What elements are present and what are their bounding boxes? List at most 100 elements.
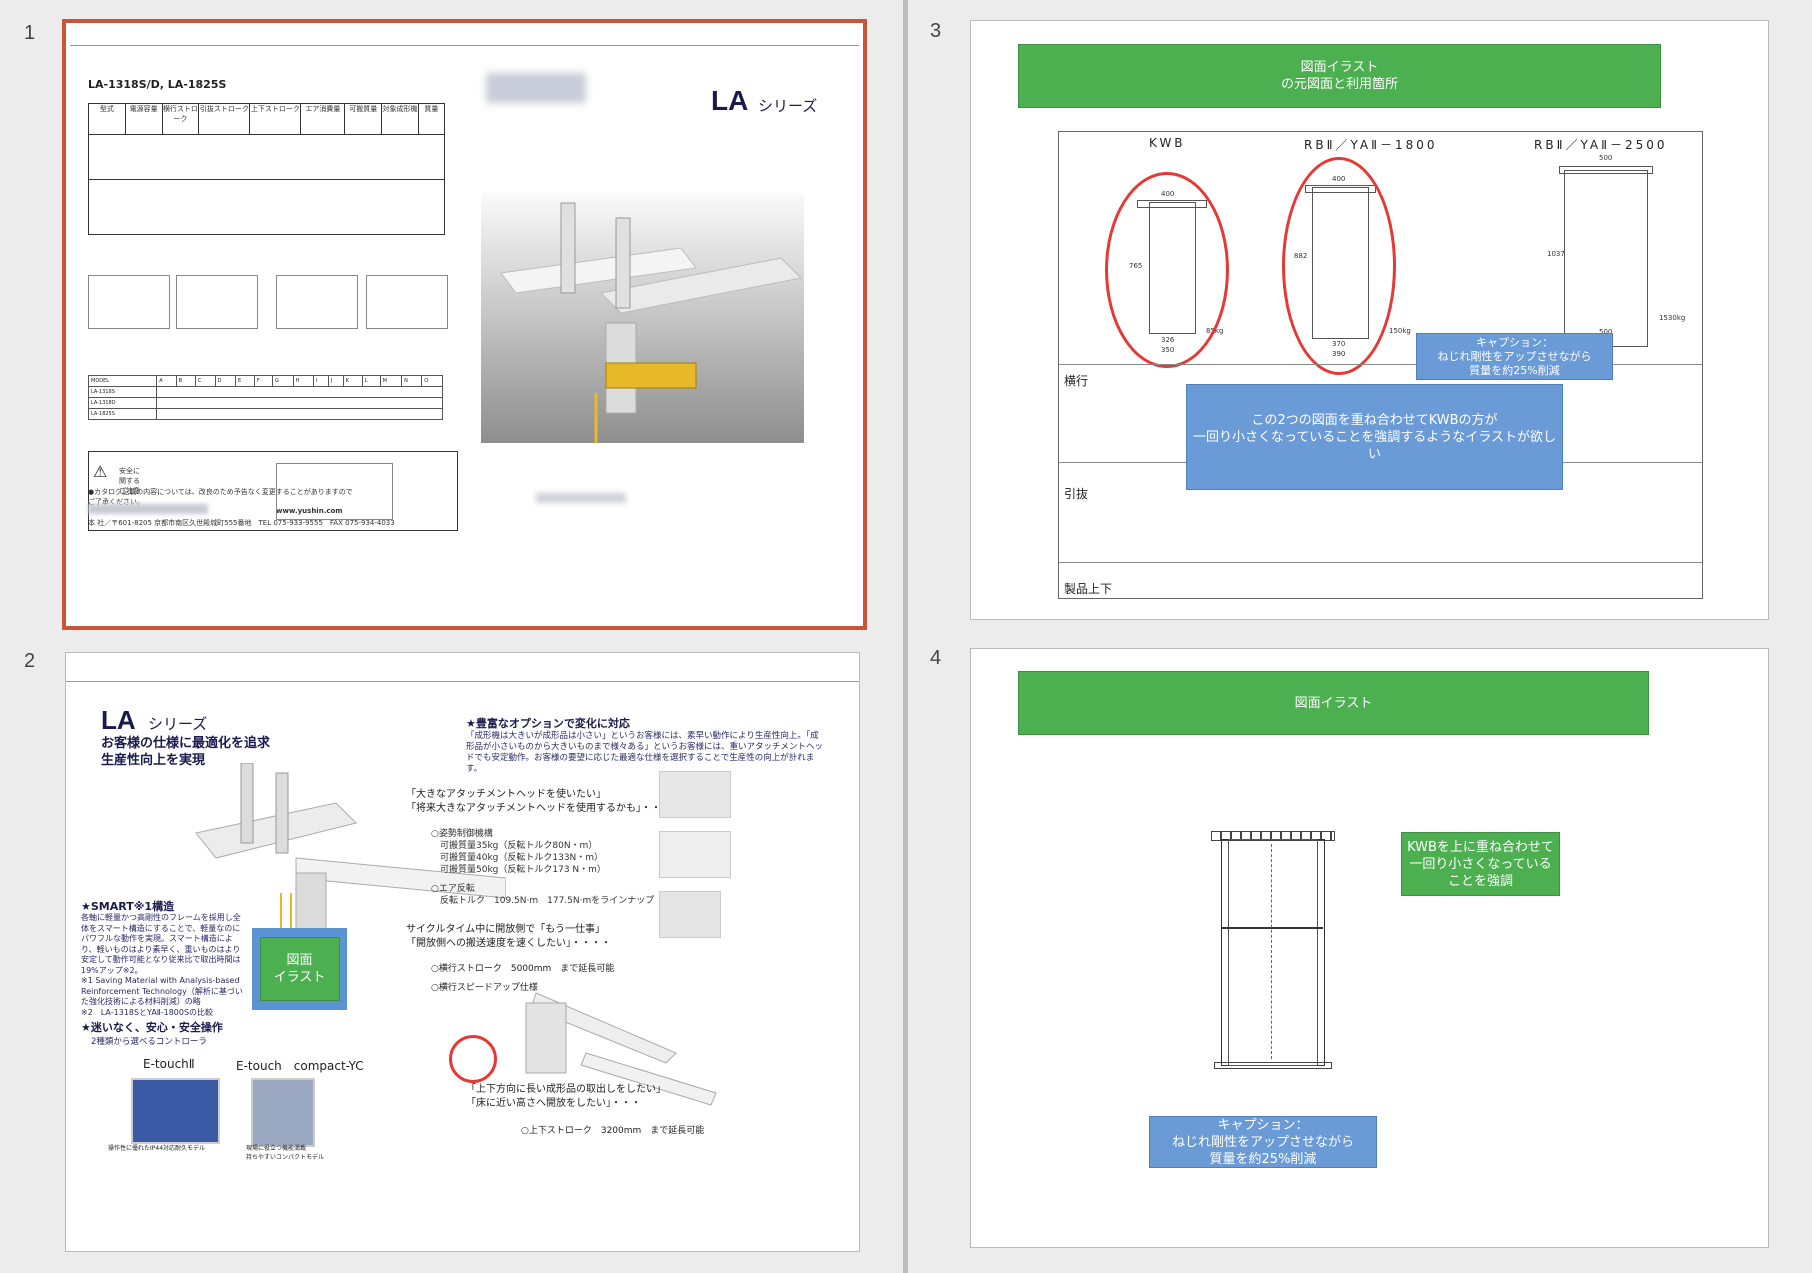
header-box: 図面イラスト (1018, 671, 1649, 735)
rb2500-dim-top: 500 (1599, 154, 1613, 162)
diagram-placeholder: 図面 イラスト (252, 928, 347, 1010)
headline: お客様の仕様に最適化を追求 生産性向上を実現 (101, 736, 271, 768)
request-box: この2つの図面を重ね合わせてKWBの方が 一回り小さくなっていることを強調するよ… (1186, 384, 1563, 490)
controller2-caption: 現場に役立つ機能満載 持ちやすいコンパクトモデル (246, 1145, 325, 1161)
model-table-header-cell: F (253, 375, 274, 387)
slide-number: 3 (930, 20, 942, 42)
diagram-box: 図面 イラスト (259, 937, 340, 1001)
slide-number: 4 (930, 647, 942, 669)
slide-thumbnail-4[interactable]: 図面イラスト KWBを上に重ね合わせて 一回り小さくなっている ことを強調 キャ… (970, 648, 1769, 1248)
sheet-divider (1059, 364, 1702, 365)
controller1-image (131, 1078, 220, 1144)
robot-illustration-2 (525, 992, 717, 1106)
option-photo-1 (659, 771, 731, 818)
series-suffix: シリーズ (758, 97, 818, 115)
model-table: MODEL A B C D E F G H I J K L M N O LA-1… (87, 375, 443, 420)
warning-icon: ⚠ (93, 462, 108, 481)
model-header: LA-1318S/D, LA-1825S (88, 78, 227, 91)
robot-illustration (500, 202, 803, 443)
option-photo-2 (659, 831, 731, 878)
rb2500-flange (1559, 166, 1653, 174)
row-traverse: 横行 (1064, 374, 1089, 388)
spec-header-cell: 横行ストローク (163, 104, 200, 134)
spec-header-cell: 型式 (89, 104, 126, 134)
drawing-side-view (176, 275, 258, 329)
spec-header-cell: 上下ストローク (250, 104, 302, 134)
spec-stroke-3200: ○上下ストローク 3200mm まで延長可能 (521, 1126, 705, 1136)
pane-divider[interactable] (903, 0, 908, 1273)
spec-speed-up: ○横行スピードアップ仕様 (431, 983, 538, 993)
blurred-footer (536, 493, 626, 503)
option-text: 「成形機は大きいが成形品は小さい」というお客様には、素早い動作により生産性向上。… (466, 731, 824, 774)
spec-posture-control: ○姿勢制御機構 可搬質量35kg（反転トルク80N・m） 可搬質量40kg（反転… (431, 829, 606, 875)
frame-base (1214, 1062, 1332, 1069)
model-table-header-cell: J (327, 375, 344, 387)
spec-air-rotation: ○エア反転 反転トルク 109.5N·m 177.5N·mをラインナップ (431, 884, 655, 906)
frame-centerline (1271, 844, 1272, 1059)
robot-render-image (481, 193, 804, 443)
table-divider (89, 179, 444, 180)
drawing-sheet: KWB RBⅡ／YAⅡ－1800 RBⅡ／YAⅡ－2500 横行 引抜 製品上下… (1058, 131, 1703, 599)
model-table-header-cell: L (361, 375, 381, 387)
spec-stroke-5000: ○横行ストローク 5000mm まで延長可能 (431, 964, 615, 974)
blurred-company-logo (88, 504, 208, 514)
controller2-label: E-touch compact-YC (236, 1059, 364, 1073)
emphasis-box: KWBを上に重ね合わせて 一回り小さくなっている ことを強調 (1401, 832, 1560, 896)
column-kwb: KWB (1149, 136, 1186, 150)
option-photo-3 (659, 891, 721, 938)
rb1800-weight: 150kg (1389, 327, 1411, 335)
series-suffix: シリーズ (148, 715, 208, 733)
controller1-label: E-touchⅡ (143, 1057, 195, 1071)
rb2500-weight: 1530kg (1659, 314, 1686, 322)
rb2500-dim-height: 1037 (1547, 250, 1565, 258)
spec-header-cell: 質量 (424, 105, 439, 113)
spec-header-cell: 電源容量 (126, 104, 163, 134)
model-table-header-cell: D (214, 375, 237, 387)
model-table-header-cell: C (195, 375, 216, 387)
smart-text: 各軸に軽量かつ高剛性のフレームを採用し全体をスマート構造にすることで、軽量なのに… (81, 913, 243, 1017)
spec-header-cell: 対象成形機 (382, 104, 419, 134)
spec-table-header: 型式 電源容量 横行ストローク 引抜ストローク 上下ストローク エア消費量 可搬… (89, 104, 444, 135)
model-table-row-label: LA-1318S (87, 386, 158, 398)
spec-header-cell: 引抜ストローク (199, 104, 251, 134)
highlight-circle-kwb (1105, 172, 1229, 368)
address-line: 本 社／〒601-8205 京都市南区久世殿城町555番地 TEL 075-93… (88, 519, 395, 527)
spec-table: 型式 電源容量 横行ストローク 引抜ストローク 上下ストローク エア消費量 可搬… (88, 103, 445, 235)
slide-rule (66, 681, 859, 682)
row-vertical: 製品上下 (1064, 582, 1113, 596)
slide-number: 2 (24, 650, 36, 672)
spec-header-cell: 可搬質量 (345, 104, 383, 134)
quote-attachment: 「大きなアタッチメントヘッドを使いたい」 「将来大きなアタッチメントヘッドを使用… (406, 789, 661, 814)
model-table-header-cell: H (292, 375, 314, 387)
caption-box: キャプション： ねじれ剛性をアップさせながら 質量を約25%削減 (1416, 333, 1613, 380)
model-table-header-cell: MODEL (87, 375, 158, 387)
caption-box: キャプション： ねじれ剛性をアップさせながら 質量を約25%削減 (1149, 1116, 1377, 1168)
safety-heading: ★迷いなく、安心・安全操作 (81, 1021, 223, 1034)
model-table-header-cell: I (312, 375, 329, 387)
column-rb1800: RBⅡ／YAⅡ－1800 (1304, 138, 1438, 152)
highlight-circle-rb1800 (1282, 157, 1396, 375)
spec-header-cell: エア消費量 (301, 104, 346, 134)
slide-thumbnail-1[interactable]: LA-1318S/D, LA-1825S L A シリーズ 型式 電源容量 横行ス… (62, 19, 867, 630)
model-table-header-cell: A (156, 375, 177, 387)
drawing-front-view (88, 275, 170, 329)
safety-box: ⚠ 安全に関するご注意 (88, 451, 458, 531)
slide-thumbnail-3[interactable]: 図面イラスト の元図面と利用箇所 KWB RBⅡ／YAⅡ－1800 RBⅡ／YA… (970, 20, 1769, 620)
model-table-header-cell: E (235, 375, 255, 387)
note-line: ●カタログ記載の内容については、改良のため予告なく変更することがありますのでご了… (88, 488, 353, 506)
slide-thumbnail-2[interactable]: LA シリーズ お客様の仕様に最適化を追求 生産性向上を実現 ★豊富なオプション… (65, 652, 860, 1252)
safety-sub: 2種類から選べるコントローラ (91, 1037, 207, 1047)
drawing-rear-view (366, 275, 448, 329)
sheet-divider (1059, 562, 1702, 563)
highlight-circle (449, 1035, 497, 1083)
quote-vertical: 「上下方向に長い成形品の取出しをしたい」 「床に近い高さへ開放をしたい」・・・ (466, 1084, 666, 1109)
slide-rule (70, 45, 859, 46)
inner-frame (1228, 839, 1318, 1066)
model-table-header-cell: O (421, 375, 443, 387)
option-heading: ★豊富なオプションで変化に対応 (466, 717, 630, 730)
rb2500-frame (1564, 170, 1648, 347)
drawing-top-view (276, 275, 358, 329)
smart-heading: ★SMART※1構造 (81, 900, 175, 913)
frame-rib (1221, 927, 1323, 929)
row-kick: 引抜 (1064, 487, 1089, 501)
